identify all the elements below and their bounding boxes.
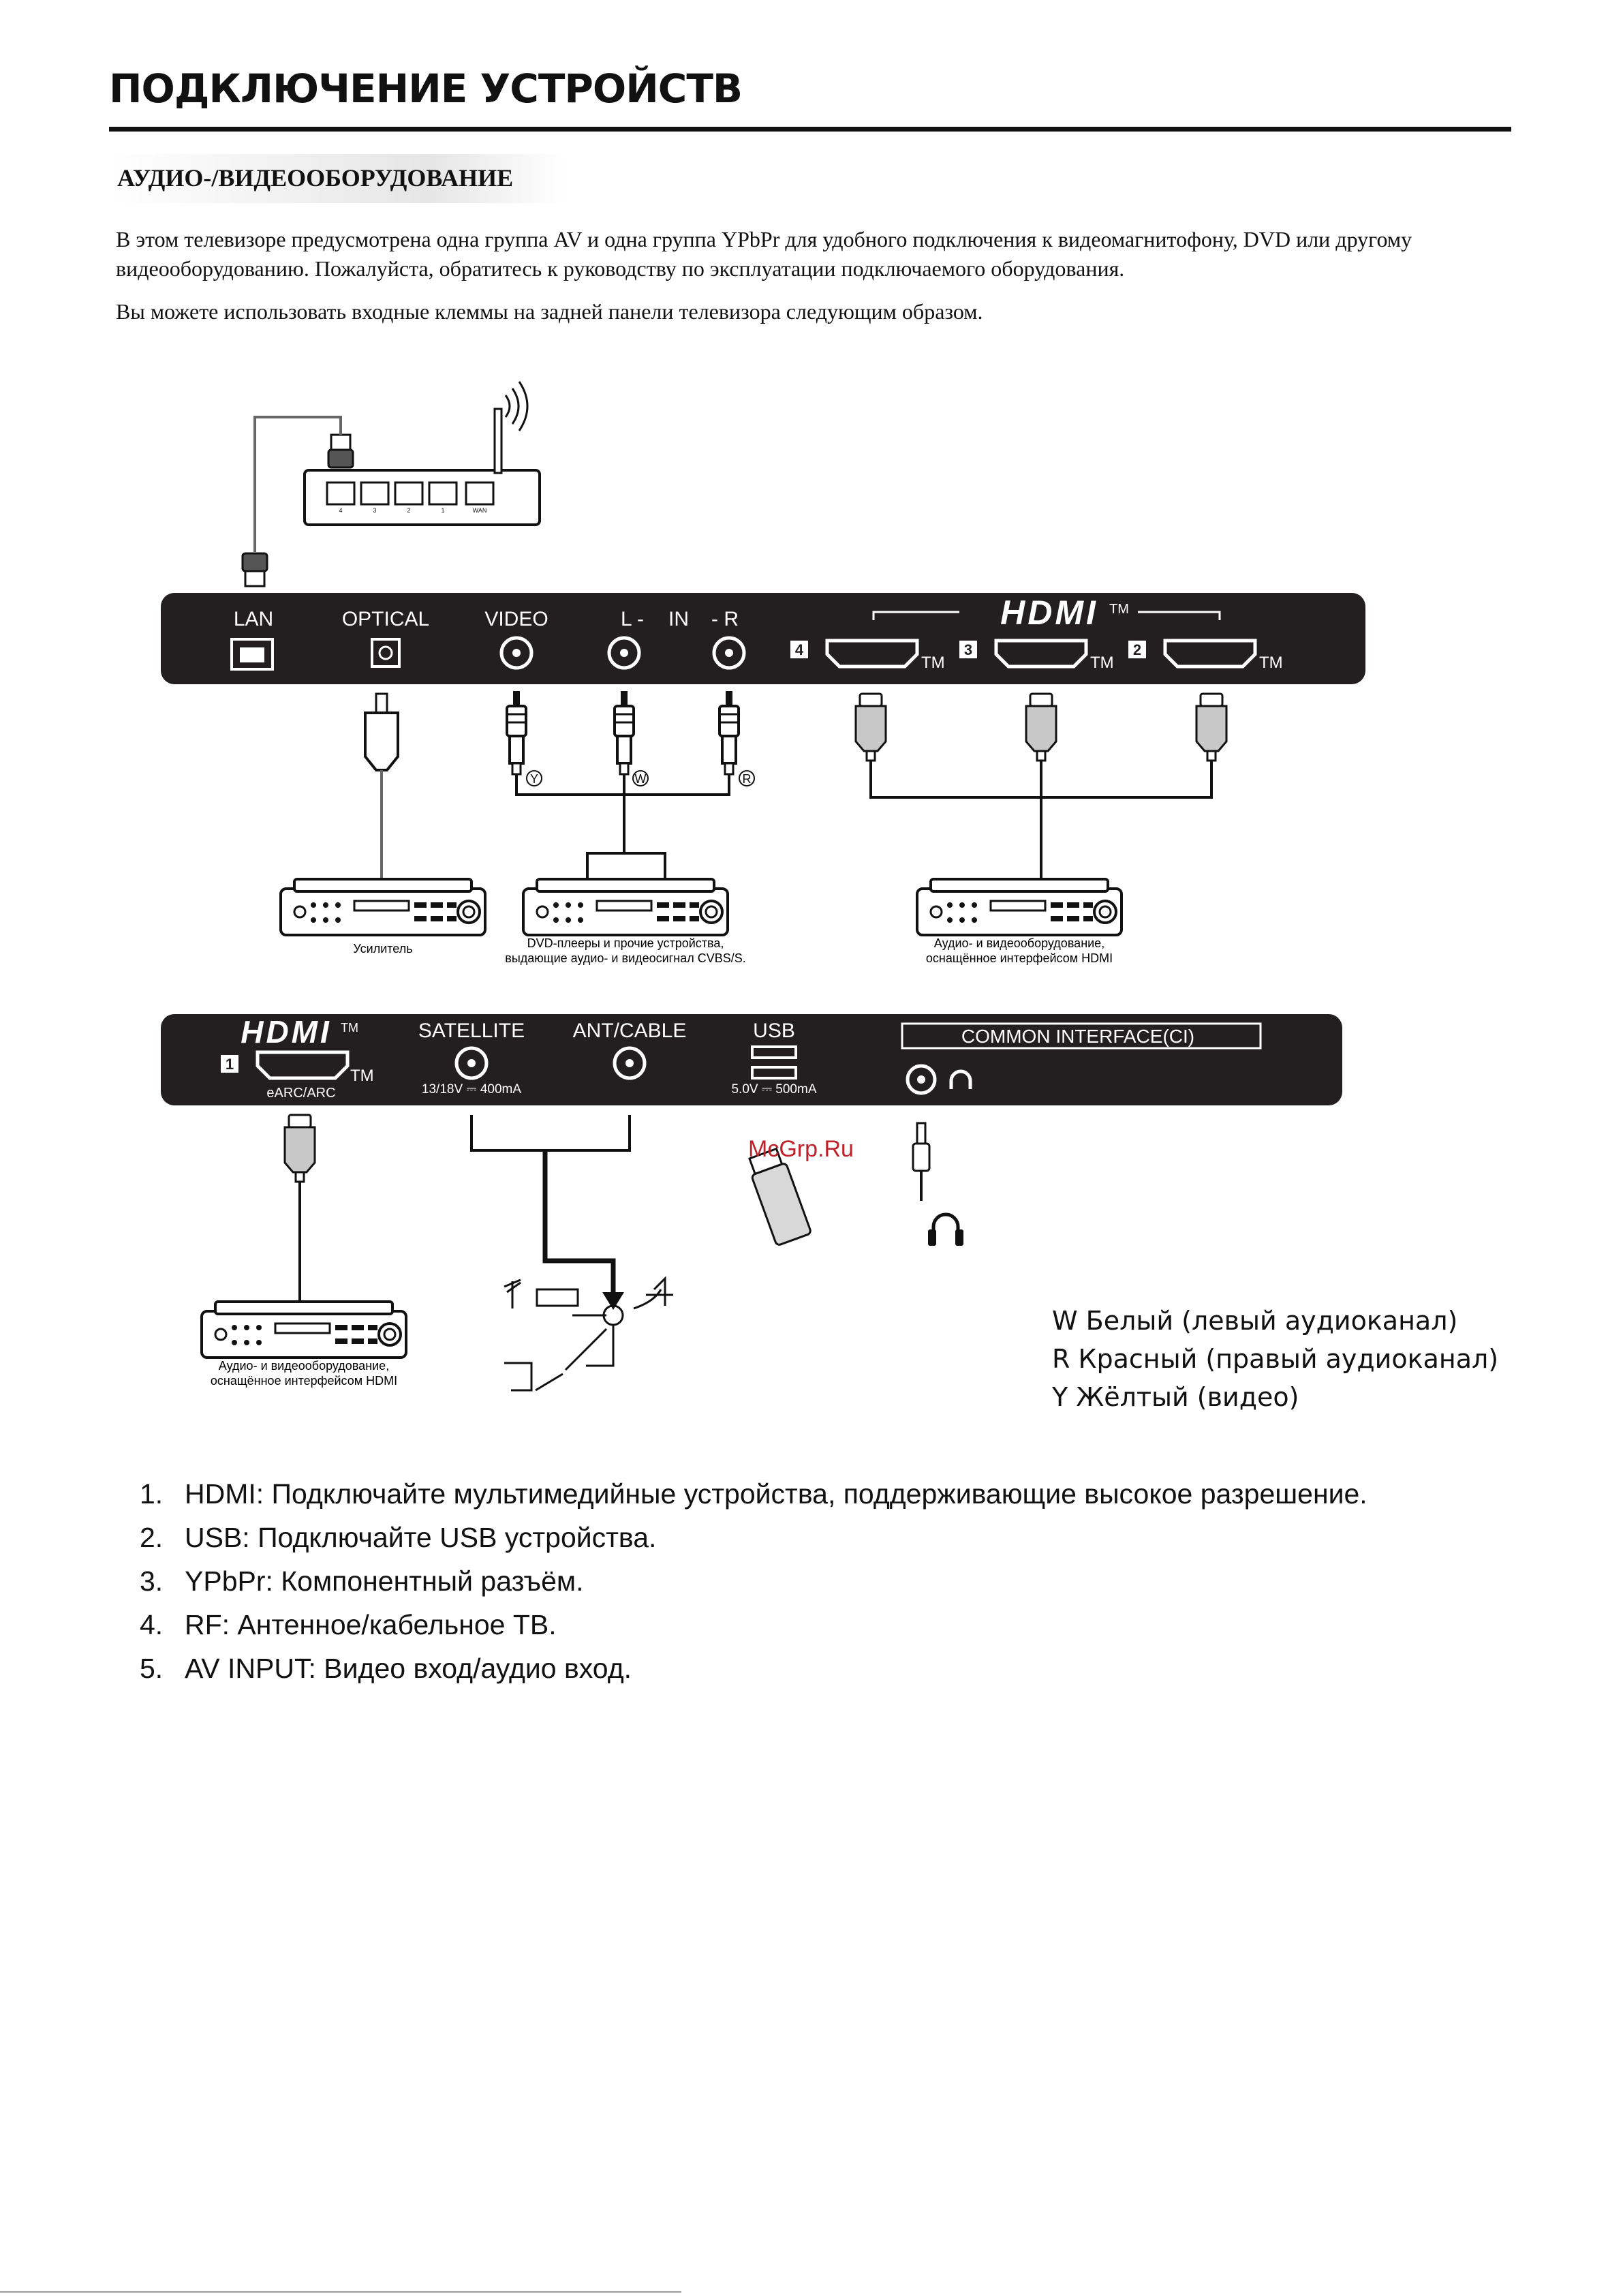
hdmi-port-4-number: 4: [795, 641, 804, 658]
rca-plug-left: [613, 690, 635, 776]
usb-spec: 5.0V ⎓ 500mA: [731, 1082, 816, 1097]
earc-label: eARC/ARC: [266, 1086, 335, 1101]
amplifier-label: Усилитель: [353, 942, 412, 955]
legend-y: Y Жёлтый (видео): [1052, 1382, 1299, 1412]
hdmi-plug-3: [1025, 692, 1057, 762]
hdmi-port-3-number: 3: [964, 641, 972, 658]
note-number: 1.: [140, 1478, 164, 1510]
hdmi-device-label-2: оснащённое интерфейсом HDMI: [926, 951, 1113, 965]
hdmi-logo-top: HDMI: [1000, 594, 1098, 632]
note-text: USB: Подключайте USB устройства.: [185, 1522, 657, 1553]
note-text: AV INPUT: Видео вход/аудио вход.: [185, 1653, 632, 1684]
note-text: HDMI: Подключайте мультимедийные устройс…: [185, 1478, 1367, 1510]
audio-l-label: L -: [621, 608, 644, 630]
antenna-illustration: [504, 1276, 673, 1392]
audio-in-label: IN: [668, 608, 689, 630]
usb-label: USB: [753, 1020, 795, 1042]
hdmi-device2-label-2: оснащённое интерфейсом HDMI: [211, 1374, 397, 1388]
list-item: 4. RF: Антенное/кабельное ТВ.: [140, 1603, 1377, 1647]
router-port-label: WAN: [473, 507, 487, 514]
hdmi-plug-1: [283, 1114, 316, 1183]
lan-plug-router: [327, 433, 354, 469]
dvd-label-2: выдающие аудио- и видеосигнал CVBS/S.: [505, 951, 745, 965]
hdmi-port-1-number: 1: [226, 1056, 234, 1073]
mark-r: R: [743, 772, 752, 786]
hdmi-logo-bottom: HDMI: [241, 1014, 332, 1050]
note-number: 5.: [140, 1653, 164, 1684]
router: 4 3 2 1 WAN: [303, 381, 541, 526]
list-item: 1. HDMI: Подключайте мультимедийные устро…: [140, 1472, 1377, 1516]
hdmi-plug-2: [1195, 692, 1228, 762]
note-text: RF: Антенное/кабельное ТВ.: [185, 1609, 557, 1640]
note-number: 4.: [140, 1609, 164, 1640]
tv-panel-bottom: HDMI TM 1 TM eARC/ARC SATELLITE 13/18V ⎓…: [161, 1014, 1342, 1105]
ant-cable-label: ANT/CABLE: [573, 1020, 687, 1042]
note-number: 2.: [140, 1522, 164, 1553]
mark-w: W: [635, 772, 647, 786]
video-label: VIDEO: [484, 608, 548, 630]
hdmi-device-top: [916, 878, 1123, 936]
hdmi-port-3-tm: TM: [1090, 654, 1114, 672]
list-item: 5. AV INPUT: Видео вход/аудио вход.: [140, 1647, 1377, 1690]
list-item: 2. USB: Подключайте USB устройства.: [140, 1516, 1377, 1559]
router-port-label: 2: [407, 507, 410, 514]
mark-y: Y: [530, 772, 538, 786]
list-item: 3. YPbPr: Компонентный разъём.: [140, 1559, 1377, 1603]
note-number: 3.: [140, 1565, 164, 1597]
hdmi-device2-label-1: Аудио- и видеооборудование,: [219, 1359, 389, 1373]
rca-plug-right: [718, 690, 740, 776]
headphone-plug: [912, 1122, 963, 1246]
intro-paragraph: В этом телевизоре предусмотрена одна гру…: [116, 227, 1412, 281]
section-band: [109, 154, 566, 203]
connection-diagram: 4 3 2 1 WAN LAN OPTICAL VIDEO L - IN - R: [161, 381, 1365, 1392]
dvd-device: [522, 878, 729, 936]
hdmi-port-1-tm: TM: [350, 1067, 374, 1085]
dvd-label-1: DVD-плееры и прочие устройства,: [527, 936, 724, 950]
hdmi-port-4-tm: TM: [921, 654, 945, 672]
title-rule: [109, 127, 1511, 132]
audio-r-label: - R: [711, 608, 739, 630]
hdmi-logo-tm: TM: [1109, 602, 1129, 617]
satellite-label: SATELLITE: [418, 1020, 525, 1042]
legend-r: R Красный (правый аудиоканал): [1052, 1344, 1499, 1374]
router-port-label: 3: [373, 507, 376, 514]
lan-label: LAN: [234, 608, 273, 630]
lan-plug-tv: [241, 552, 268, 587]
router-port-label: 4: [339, 507, 342, 514]
legend-w: W Белый (левый аудиоканал): [1052, 1306, 1458, 1336]
hdmi-device-bottom: [200, 1300, 407, 1359]
hdmi-plug-4: [854, 692, 887, 762]
optical-plug: [364, 692, 399, 881]
hdmi-logo-bottom-tm: TM: [341, 1021, 358, 1035]
intro-paragraph-2: Вы можете использовать входные клеммы на…: [116, 299, 983, 324]
usb-stick: [748, 1147, 812, 1246]
section-title: АУДИО-/ВИДЕООБОРУДОВАНИЕ: [117, 164, 514, 192]
note-text: YPbPr: Компонентный разъём.: [185, 1565, 584, 1597]
hdmi-port-2-tm: TM: [1259, 654, 1283, 672]
rca-plug-video: [506, 690, 527, 776]
hdmi-port-2-number: 2: [1133, 641, 1141, 658]
watermark: McGrp.Ru: [748, 1136, 854, 1162]
amplifier-device: [279, 878, 486, 936]
hdmi-device-label-1: Аудио- и видеооборудование,: [934, 936, 1104, 950]
satellite-spec: 13/18V ⎓ 400mA: [422, 1082, 521, 1097]
footer-rule: [0, 2291, 681, 2293]
notes-list: 1. HDMI: Подключайте мультимедийные устро…: [140, 1472, 1377, 1690]
page-title: ПОДКЛЮЧЕНИЕ УСТРОЙСТВ: [109, 65, 743, 112]
ci-label: COMMON INTERFACE(CI): [961, 1026, 1194, 1047]
router-port-label: 1: [441, 507, 444, 514]
optical-label: OPTICAL: [342, 608, 429, 630]
headphone-icon: [949, 1069, 972, 1089]
tv-panel-top: LAN OPTICAL VIDEO L - IN - R HDMI TM 4 T…: [161, 593, 1365, 684]
